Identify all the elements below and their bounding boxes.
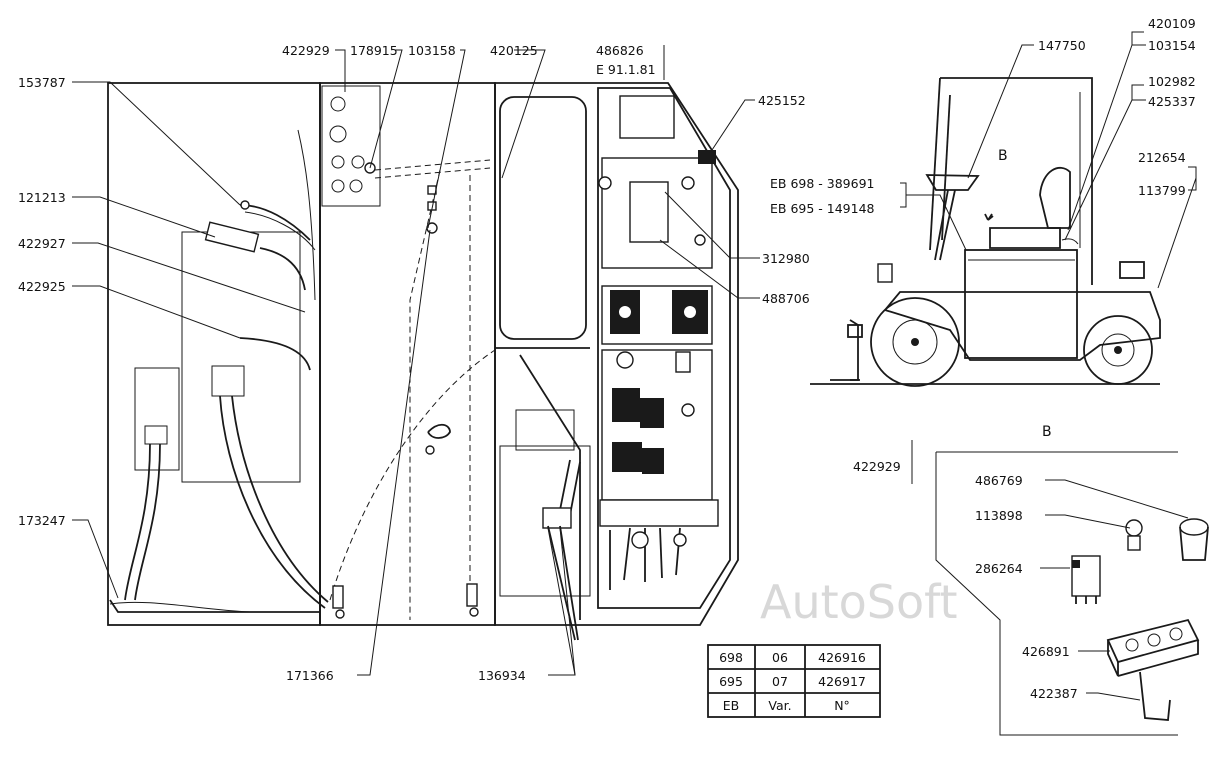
- detail-title-b: B: [1042, 424, 1052, 440]
- middle-panel: [319, 82, 496, 626]
- label-147750: 147750: [1038, 38, 1086, 53]
- electrical-panel: [597, 87, 731, 609]
- truck-callout-b: B: [998, 148, 1008, 164]
- table-cell: 426917: [818, 674, 866, 689]
- label-422925: 422925: [18, 279, 66, 294]
- label-486826: 486826: [596, 43, 644, 58]
- label-eb695: EB 695 - 149148: [770, 201, 875, 216]
- forklift: [810, 77, 1161, 387]
- label-153787: 153787: [18, 75, 66, 90]
- leader-lines: [72, 31, 1197, 701]
- table-cell: N°: [834, 698, 850, 713]
- label-136934: 136934: [478, 668, 526, 683]
- table-cell: EB: [723, 698, 739, 713]
- table-cell: 695: [719, 674, 743, 689]
- detail-label-422929: 422929: [853, 459, 901, 474]
- label-121213: 121213: [18, 190, 66, 205]
- table-cell: Var.: [768, 698, 791, 713]
- label-212654: 212654: [1138, 150, 1186, 165]
- label-e91181: E 91.1.81: [596, 62, 656, 77]
- label-173247: 173247: [18, 513, 66, 528]
- watermark: AutoSoft: [760, 575, 958, 629]
- table-cells: 698 06 426916 695 07 426917 EB Var. N°: [719, 650, 866, 713]
- table-cell: 698: [719, 650, 743, 665]
- label-171366: 171366: [286, 668, 334, 683]
- detail-label-486769: 486769: [975, 473, 1023, 488]
- table-cell: 07: [772, 674, 788, 689]
- detail-label-422387: 422387: [1030, 686, 1078, 701]
- label-420109: 420109: [1148, 16, 1196, 31]
- label-113799: 113799: [1138, 183, 1186, 198]
- label-178915: 178915: [350, 43, 398, 58]
- label-425152: 425152: [758, 93, 806, 108]
- label-312980: 312980: [762, 251, 810, 266]
- detail-label-113898: 113898: [975, 508, 1023, 523]
- detail-label-286264: 286264: [975, 561, 1023, 576]
- table-cell: 06: [772, 650, 788, 665]
- left-panel: [107, 82, 329, 626]
- label-422929: 422929: [282, 43, 330, 58]
- variant-table: [707, 644, 881, 718]
- label-420125: 420125: [490, 43, 538, 58]
- watermark-text: AutoSoft: [760, 575, 958, 629]
- label-eb698: EB 698 - 389691: [770, 176, 874, 191]
- label-422927: 422927: [18, 236, 66, 251]
- label-103154: 103154: [1148, 38, 1196, 53]
- right-panel: [494, 82, 739, 641]
- label-102982: 102982: [1148, 74, 1196, 89]
- table-cell: 426916: [818, 650, 866, 665]
- detail-b: [911, 440, 1209, 736]
- label-103158: 103158: [408, 43, 456, 58]
- label-425337: 425337: [1148, 94, 1196, 109]
- label-488706: 488706: [762, 291, 810, 306]
- detail-label-426891: 426891: [1022, 644, 1070, 659]
